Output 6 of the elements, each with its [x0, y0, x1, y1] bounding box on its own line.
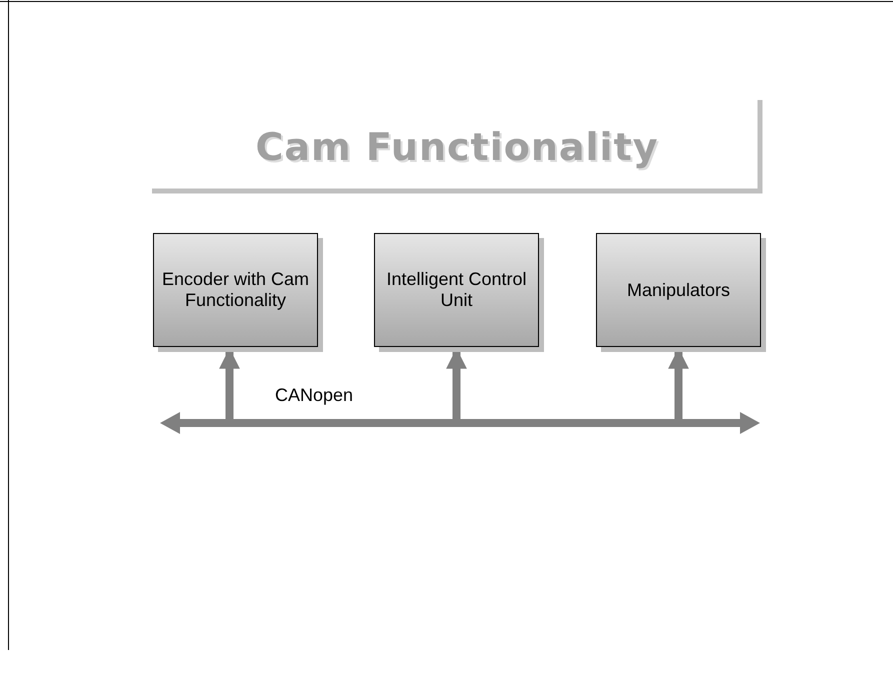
bus-arrow	[160, 412, 760, 434]
box-label: Intelligent Control Unit	[385, 269, 528, 311]
bus-label: CANopen	[275, 385, 354, 406]
box-label: Encoder with Cam Functionality	[160, 269, 310, 311]
box-label: Manipulators	[626, 280, 730, 300]
title: Cam Functionality	[254, 125, 660, 169]
